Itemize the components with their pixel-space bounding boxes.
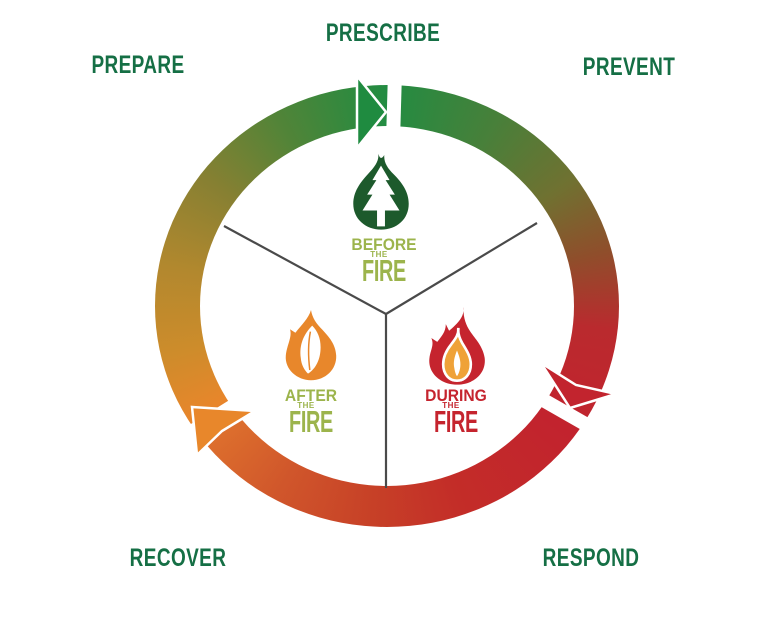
- orange-arrow: [190, 405, 260, 458]
- label-prescribe: PRESCRIBE: [325, 19, 441, 47]
- red-arrow: [539, 361, 621, 410]
- label-prevent: PREVENT: [582, 53, 676, 81]
- flame-icon: [429, 307, 485, 385]
- leaf-cutout: [300, 325, 321, 374]
- sector-divider-right: [385, 222, 538, 315]
- during-word: DURING: [425, 386, 487, 405]
- during-fire: FIRE: [434, 404, 478, 439]
- sector-label-during: DURING THE FIRE: [422, 386, 491, 439]
- label-respond: RESPOND: [542, 544, 640, 572]
- sector-divider-left: [223, 225, 387, 315]
- sector-label-after: AFTER THE FIRE: [277, 386, 346, 439]
- label-prepare: PREPARE: [91, 51, 185, 79]
- before-fire: FIRE: [362, 253, 406, 288]
- before-word: BEFORE: [351, 235, 417, 254]
- after-the: THE: [297, 401, 315, 410]
- pine-tree-flame-icon: [353, 153, 409, 230]
- before-the: THE: [370, 250, 388, 259]
- leaf-flame-icon: [285, 310, 337, 381]
- leaf-midrib: [307, 331, 312, 371]
- label-recover: RECOVER: [129, 544, 227, 572]
- ring-gap-top: [386, 71, 402, 142]
- ring-gap-bottom-right: [527, 386, 598, 436]
- pine-tree-cutout: [362, 165, 400, 227]
- flame-core-cutout: [453, 350, 461, 377]
- after-word: AFTER: [284, 386, 338, 405]
- green-arrow: [355, 72, 388, 152]
- sector-label-before: BEFORE THE FIRE: [349, 235, 420, 288]
- after-fire: FIRE: [289, 404, 333, 439]
- during-the: THE: [442, 401, 460, 410]
